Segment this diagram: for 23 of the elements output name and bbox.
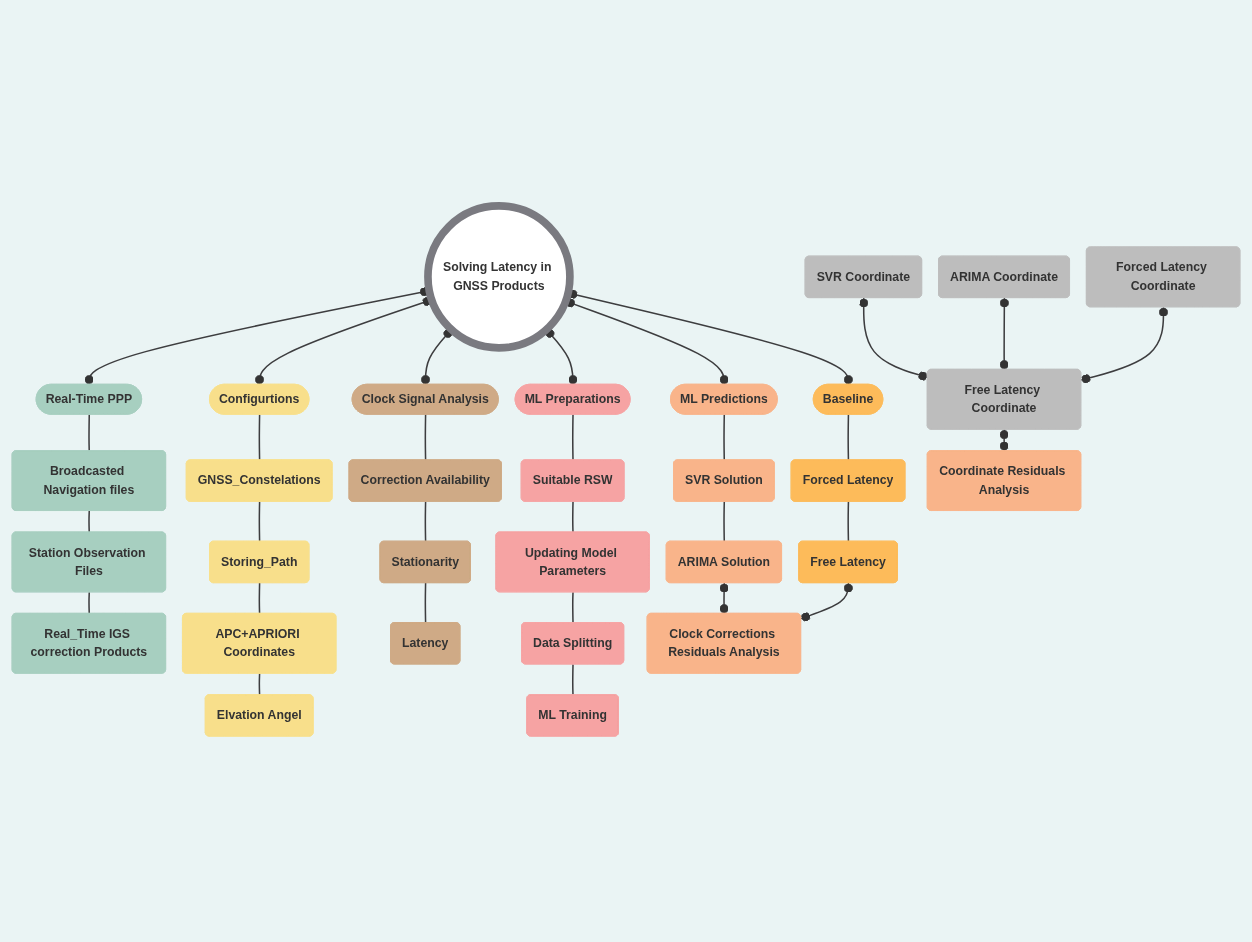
connector: [258, 582, 261, 615]
connector: [545, 328, 578, 386]
connector: [88, 413, 90, 452]
connector: [572, 663, 574, 696]
connector: [859, 297, 929, 381]
connector: [719, 582, 729, 615]
node-circle: Solving Latency in GNSS Products: [424, 202, 574, 352]
connector: [999, 297, 1009, 371]
connector: [999, 428, 1009, 452]
connector: [1080, 306, 1169, 384]
connector: [88, 591, 90, 615]
connector: [258, 500, 261, 543]
connector: [723, 500, 726, 543]
connector: [847, 500, 850, 543]
connector: [420, 328, 453, 386]
connector: [424, 582, 427, 624]
connector: [800, 582, 853, 622]
connector: [88, 510, 90, 534]
connector: [84, 287, 431, 386]
connector: [424, 500, 427, 543]
connector: [572, 500, 574, 534]
connector: [572, 591, 574, 624]
connector: [258, 672, 261, 696]
